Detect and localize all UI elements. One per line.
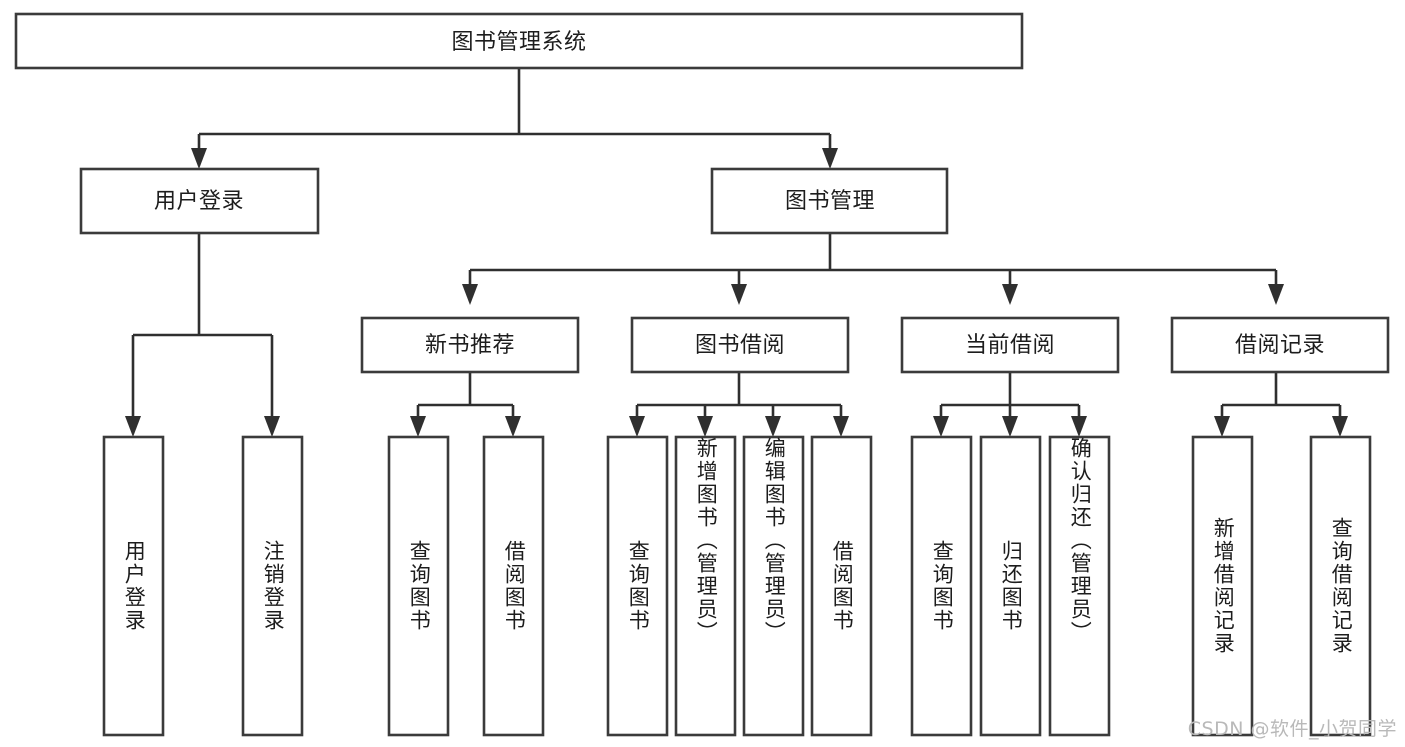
arrow-head-book-manage bbox=[822, 148, 838, 169]
arrow-head-leaf-user-logout bbox=[264, 416, 280, 437]
arrow-head-book-borrow bbox=[731, 284, 747, 305]
arrow-head-user-login bbox=[191, 148, 207, 169]
node-current-borrow-box bbox=[900, 316, 1120, 374]
node-book-manage-box bbox=[710, 167, 949, 235]
node-user-login-box bbox=[79, 167, 320, 235]
arrow-head-leaf-query-record bbox=[1332, 416, 1348, 437]
leaf-return-book-box[interactable] bbox=[979, 435, 1042, 737]
leaf-borrow-book-1-box[interactable] bbox=[482, 435, 545, 737]
node-user-login[interactable]: 用户登录 bbox=[79, 167, 320, 235]
node-new-book-recommend-label: 新书推荐 bbox=[425, 333, 515, 358]
node-book-borrow-label: 图书借阅 bbox=[695, 333, 785, 358]
leaf-edit-book-box[interactable] bbox=[742, 435, 805, 737]
leaf-add-record-box[interactable] bbox=[1191, 435, 1254, 737]
leaf-borrow-book-2-box[interactable] bbox=[810, 435, 873, 737]
node-book-borrow-box bbox=[630, 316, 850, 374]
node-new-book-recommend-box bbox=[360, 316, 580, 374]
node-borrow-record[interactable]: 借阅记录 bbox=[1170, 316, 1390, 374]
csdn-watermark: CSDN @软件_小贺同学 bbox=[1187, 718, 1397, 740]
leaf-confirm-return-box[interactable] bbox=[1048, 435, 1111, 737]
connector-user-login-to-leaves bbox=[125, 233, 280, 437]
arrow-head-leaf-query-book-3 bbox=[933, 416, 949, 437]
arrow-head-leaf-return-book bbox=[1002, 416, 1018, 437]
node-borrow-record-box bbox=[1170, 316, 1390, 374]
node-book-manage[interactable]: 图书管理 bbox=[710, 167, 949, 235]
connector-current-borrow-to-leaves bbox=[933, 372, 1087, 437]
leaf-query-book-2-box[interactable] bbox=[606, 435, 669, 737]
leaf-query-book-3-box[interactable] bbox=[910, 435, 973, 737]
arrow-head-leaf-confirm-return bbox=[1071, 416, 1087, 437]
arrow-head-current-borrow bbox=[1002, 284, 1018, 305]
node-current-borrow[interactable]: 当前借阅 bbox=[900, 316, 1120, 374]
connector-root-to-level2 bbox=[191, 68, 838, 169]
connector-book-borrow-to-leaves bbox=[629, 372, 849, 437]
arrow-head-leaf-borrow-book-2 bbox=[833, 416, 849, 437]
arrow-head-leaf-edit-book bbox=[765, 416, 781, 437]
leaf-user-login-box[interactable] bbox=[102, 435, 165, 737]
arrow-head-borrow-record bbox=[1268, 284, 1284, 305]
node-borrow-record-label: 借阅记录 bbox=[1235, 333, 1325, 358]
arrow-head-leaf-add-record bbox=[1214, 416, 1230, 437]
connector-book-manage-to-level3 bbox=[462, 233, 1284, 305]
leaf-add-book-box[interactable] bbox=[674, 435, 737, 737]
node-user-login-label: 用户登录 bbox=[154, 189, 244, 214]
node-new-book-recommend[interactable]: 新书推荐 bbox=[360, 316, 580, 374]
node-root-system-box bbox=[14, 12, 1024, 70]
node-root-system[interactable]: 图书管理系统 bbox=[14, 12, 1024, 70]
leaf-query-record-box[interactable] bbox=[1309, 435, 1372, 737]
node-book-manage-label: 图书管理 bbox=[785, 189, 875, 214]
leaf-user-logout-box[interactable] bbox=[241, 435, 304, 737]
arrow-head-new-book bbox=[462, 284, 478, 305]
node-root-system-label: 图书管理系统 bbox=[451, 30, 586, 55]
arrow-head-leaf-borrow-book-1 bbox=[505, 416, 521, 437]
leaf-query-book-1-box[interactable] bbox=[387, 435, 450, 737]
connector-new-book-to-leaves bbox=[410, 372, 521, 437]
node-book-borrow[interactable]: 图书借阅 bbox=[630, 316, 850, 374]
arrow-head-leaf-user-login bbox=[125, 416, 141, 437]
arrow-head-leaf-query-book-2 bbox=[629, 416, 645, 437]
node-current-borrow-label: 当前借阅 bbox=[965, 333, 1055, 358]
connector-borrow-record-to-leaves bbox=[1214, 372, 1348, 437]
arrow-head-leaf-add-book bbox=[697, 416, 713, 437]
arrow-head-leaf-query-book-1 bbox=[410, 416, 426, 437]
leaf-node-boxes bbox=[102, 435, 1372, 737]
